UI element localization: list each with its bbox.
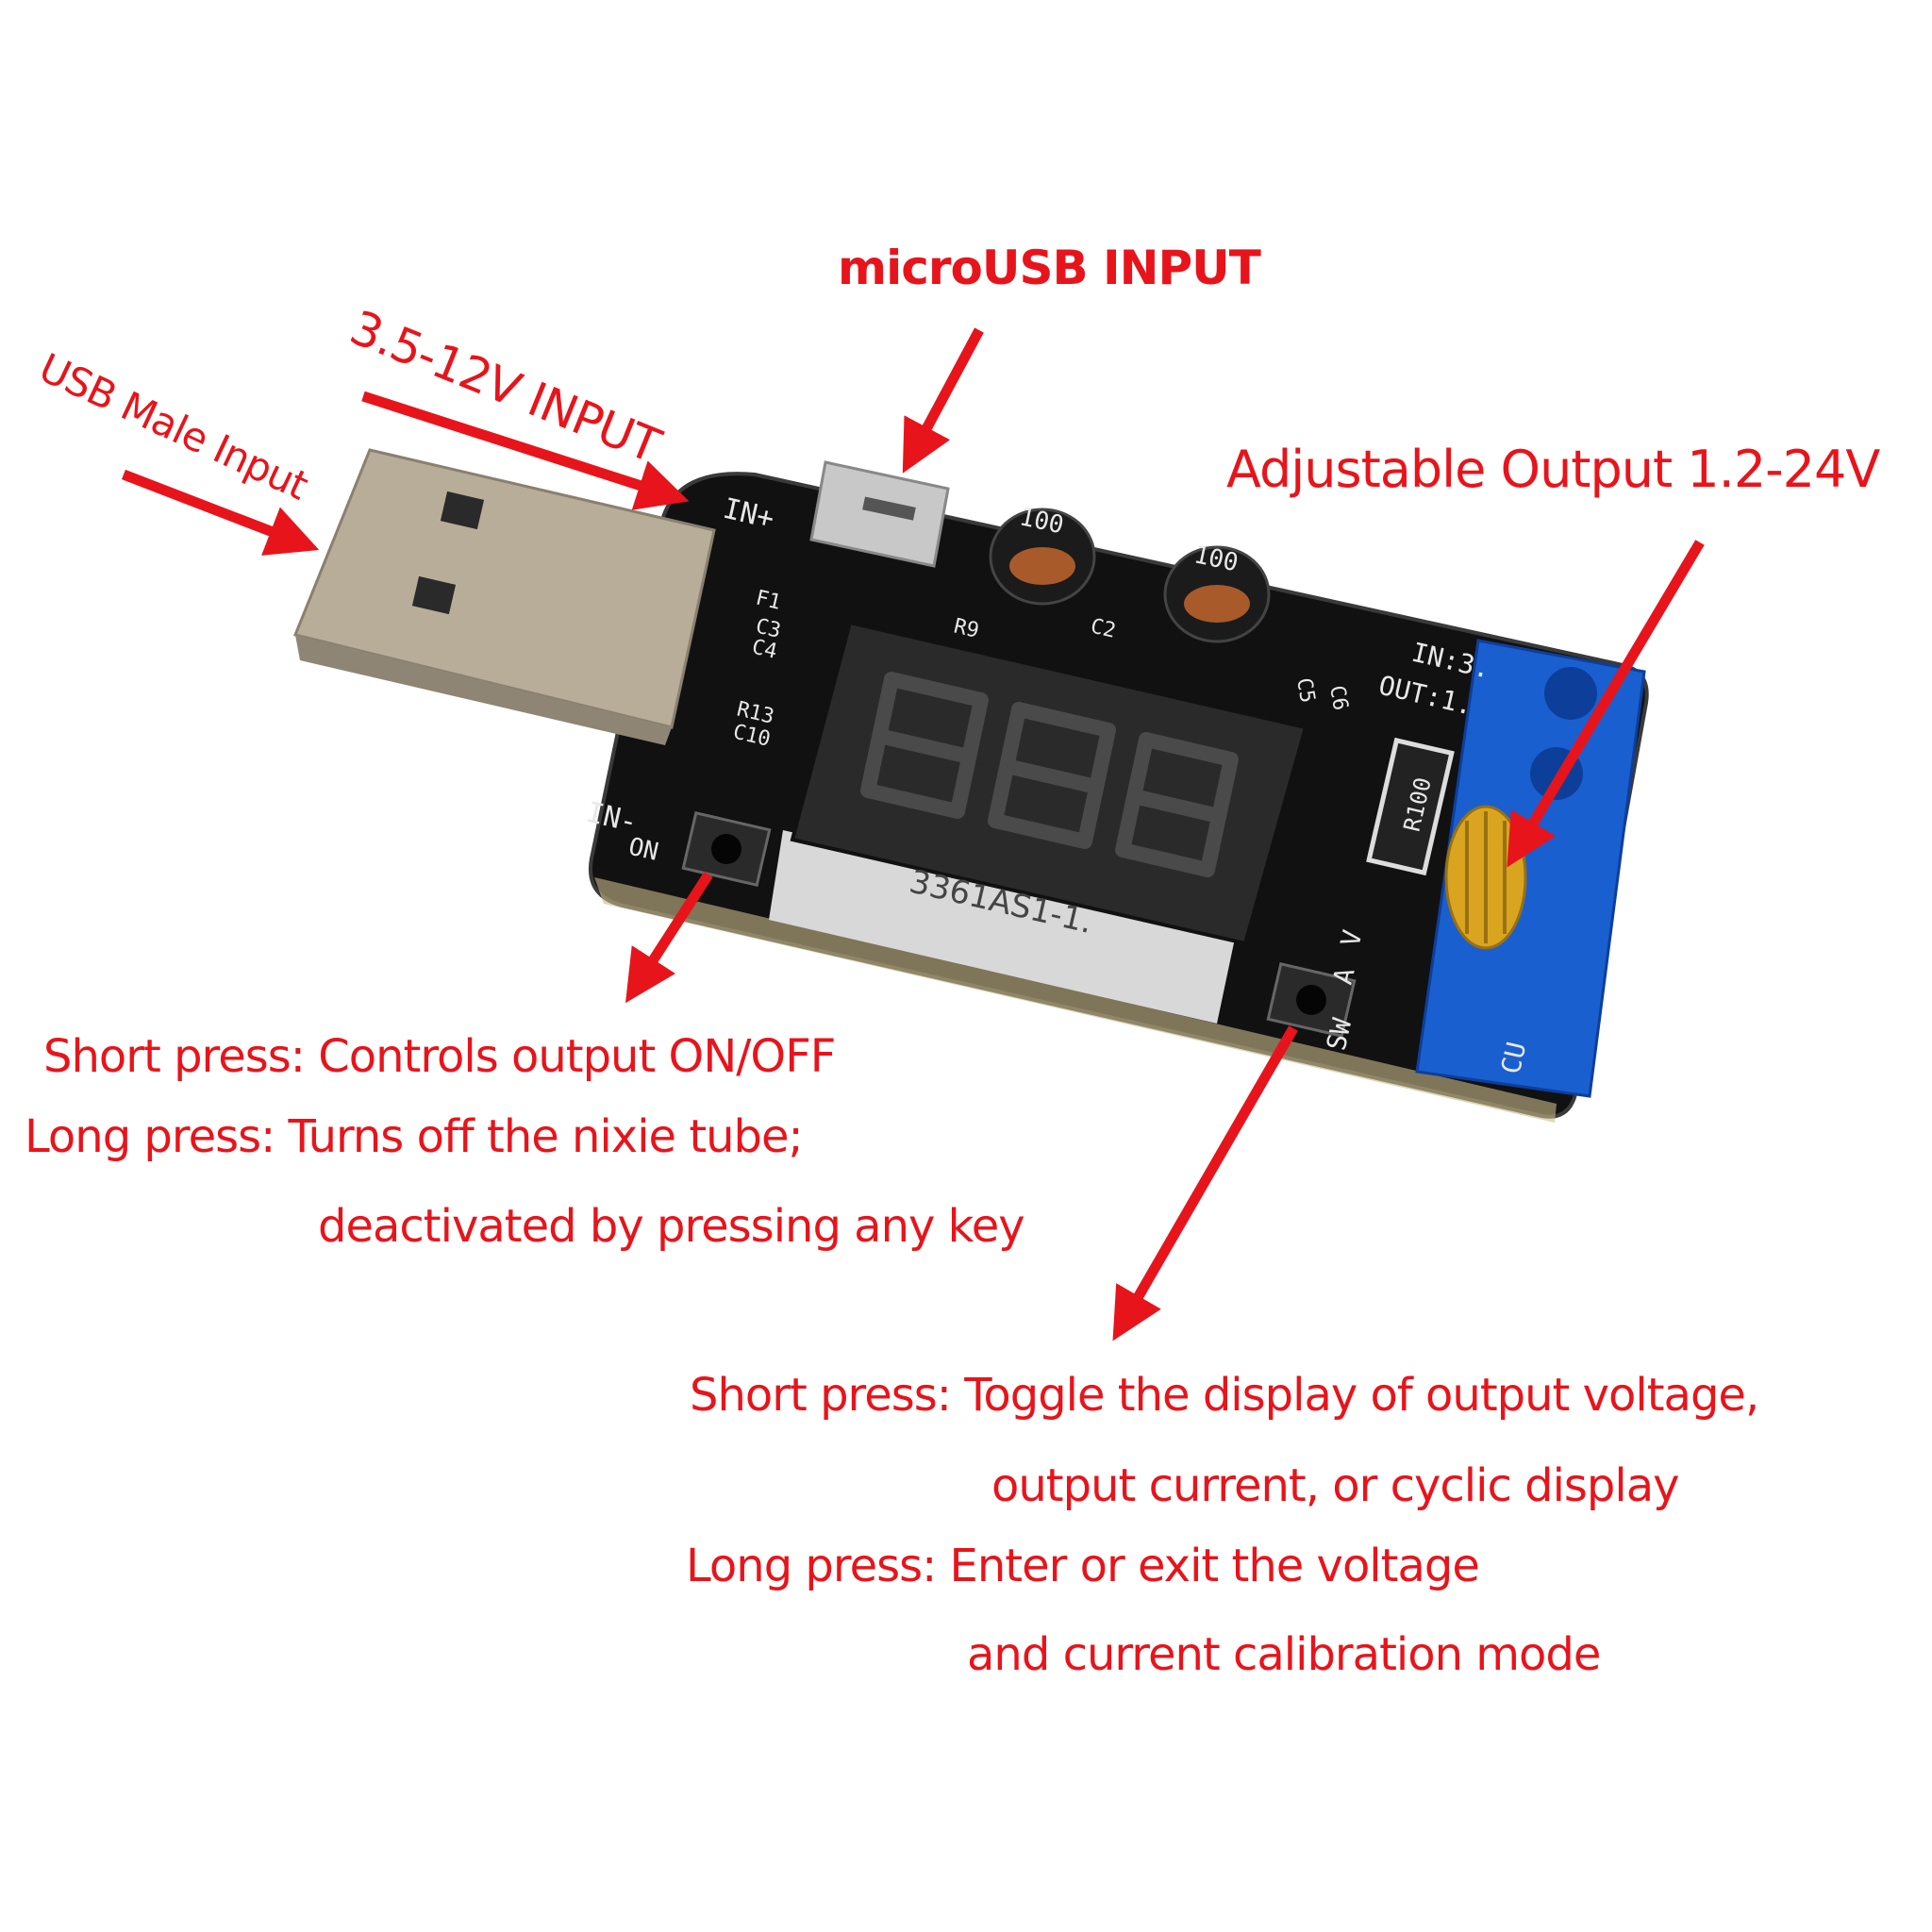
on-note-short: Short press: Controls output ON/OFF bbox=[43, 1030, 836, 1083]
adjustable-output-label: Adjustable Output 1.2-24V bbox=[1226, 440, 1880, 499]
silk-c4: C4 bbox=[750, 635, 779, 663]
sw-note-short: Short press: Toggle the display of outpu… bbox=[690, 1369, 1759, 1422]
silk-a: A bbox=[1327, 965, 1361, 988]
on-note-long: Long press: Turns off the nixie tube; bbox=[25, 1110, 804, 1163]
sw-button[interactable] bbox=[1266, 961, 1357, 1039]
inductor-1: 100 bbox=[989, 503, 1096, 606]
shunt-resistor bbox=[1366, 737, 1455, 876]
usb-male-arrow bbox=[122, 469, 320, 556]
on-button[interactable] bbox=[681, 810, 772, 888]
silk-c3: C3 bbox=[754, 614, 783, 642]
silk-on: ON bbox=[625, 833, 660, 867]
silk-c2: C2 bbox=[1089, 614, 1118, 642]
seven-segment-display: 3361AS1-1. bbox=[769, 620, 1308, 1024]
silk-r9: R9 bbox=[952, 614, 981, 642]
silk-v: V bbox=[1335, 927, 1369, 950]
sw-note-long: Long press: Enter or exit the voltage bbox=[686, 1540, 1480, 1592]
inductor-2: 100 bbox=[1163, 541, 1271, 643]
sw-button-arrow bbox=[1112, 1025, 1298, 1341]
potentiometer-knob[interactable] bbox=[1444, 805, 1527, 950]
sw-note-long-cont: and current calibration mode bbox=[967, 1628, 1601, 1681]
silk-cu: CU bbox=[1495, 1039, 1533, 1076]
sw-note-short-cont: output current, or cyclic display bbox=[991, 1459, 1680, 1512]
on-button-arrow bbox=[625, 872, 713, 1004]
silk-sw: SW bbox=[1321, 1015, 1358, 1053]
dc-input-arrow bbox=[361, 391, 690, 510]
silk-f1: F1 bbox=[754, 586, 783, 614]
silk-c6: C6 bbox=[1324, 684, 1352, 712]
on-note-long-cont: deactivated by pressing any key bbox=[318, 1200, 1025, 1253]
silk-c5: C5 bbox=[1291, 676, 1319, 705]
usb-male-plug bbox=[292, 448, 716, 745]
micro-usb-label: microUSB INPUT bbox=[838, 241, 1261, 295]
micro-usb-arrow bbox=[902, 327, 984, 474]
adjustable-output-arrow bbox=[1507, 540, 1705, 868]
micro-usb-port bbox=[809, 460, 950, 568]
